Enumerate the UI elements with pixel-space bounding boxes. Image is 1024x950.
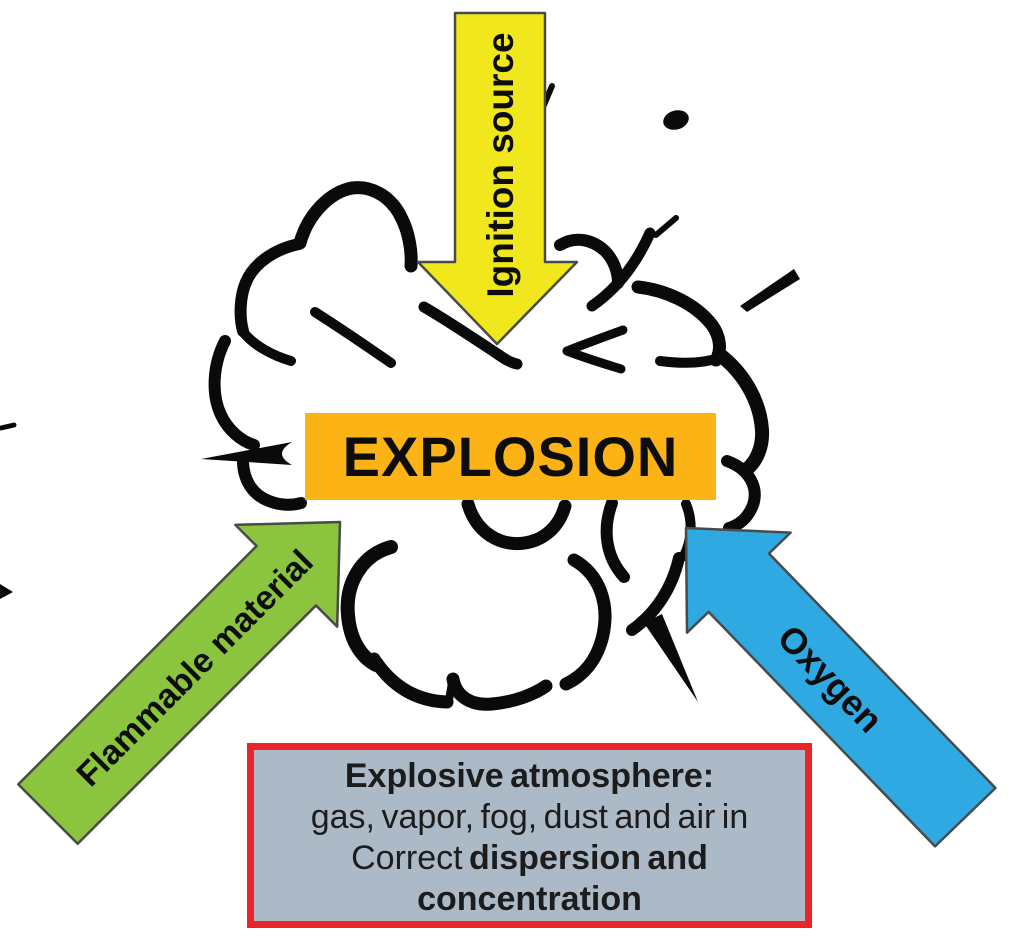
- atmosphere-line-1: Explosive atmosphere:: [344, 757, 715, 795]
- cloud-stroke: [234, 238, 305, 337]
- cloud-stroke: [712, 347, 770, 476]
- explosive-atmosphere-box: Explosive atmosphere: gas, vapor, fog, d…: [247, 743, 812, 928]
- edge-dash-icon: [0, 422, 17, 431]
- speck-dot-icon: [663, 110, 689, 130]
- explosion-cloud-drawing: [0, 83, 770, 711]
- cloud-stroke: [446, 672, 553, 711]
- cloud-stroke: [562, 346, 626, 374]
- explosion-label: EXPLOSION: [342, 425, 679, 488]
- cloud-stroke: [655, 353, 724, 368]
- cloud-stroke: [418, 301, 523, 370]
- speck-tick-icon: [653, 215, 679, 238]
- atmosphere-line-4: concentration: [417, 880, 642, 918]
- ignition-arrow: [416, 11, 579, 346]
- explosive-atmosphere-text: Explosive atmosphere: gas, vapor, fog, d…: [254, 750, 805, 921]
- ink-specks: [0, 110, 800, 702]
- cloud-stroke: [600, 497, 630, 583]
- ignition-arrow-label: Ignition source: [480, 32, 521, 297]
- explosion-box: EXPLOSION: [305, 413, 716, 500]
- cloud-stroke: [237, 457, 307, 511]
- cloud-thorn: [201, 442, 292, 465]
- atmosphere-line-2: gas, vapor, fog, dust and air in: [310, 798, 749, 836]
- speck-slash-icon: [740, 269, 800, 312]
- atmosphere-line-3: Correct dispersion and: [351, 839, 708, 877]
- flammable-arrow: [17, 520, 342, 845]
- cloud-stroke: [208, 335, 260, 451]
- cloud-stroke: [239, 328, 296, 366]
- cloud-stroke: [367, 652, 454, 709]
- cloud-stroke: [631, 280, 726, 367]
- cloud-stroke: [293, 181, 418, 273]
- cloud-stroke: [562, 325, 628, 356]
- cloud-stroke: [559, 553, 612, 691]
- cloud-stroke: [554, 233, 624, 289]
- cloud-inner-slash: [310, 307, 396, 368]
- cloud-stroke: [461, 497, 572, 551]
- cloud-stroke: [340, 540, 398, 672]
- cloud-stroke: [586, 227, 656, 312]
- edge-dash-icon: [0, 584, 13, 599]
- cloud-stroke: [626, 552, 685, 636]
- oxygen-arrow: [684, 526, 997, 848]
- speck-slash-icon: [644, 614, 698, 702]
